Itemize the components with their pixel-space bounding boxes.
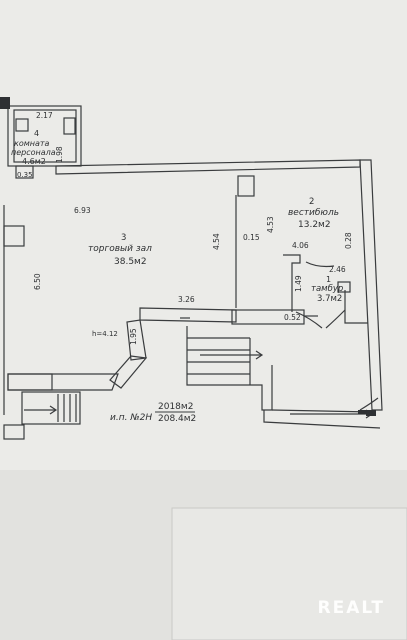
- dim-2-46: 2.46: [329, 265, 346, 274]
- wall-diagonal: [126, 319, 147, 361]
- dimension-labels: 2.17 1.98 0.35 6.93 6.50 4.54 0.15 4.53 …: [17, 111, 353, 345]
- room-4-name-2: персонала: [11, 148, 56, 157]
- room-3-area: 38.5м2: [114, 257, 147, 267]
- wall-middle-box: [231, 309, 305, 325]
- wall-left-jamb-2: [3, 424, 25, 440]
- corridor: [263, 410, 381, 429]
- room-4-name: комната: [14, 139, 50, 148]
- wall-tambour: [283, 254, 301, 312]
- staff-room-inner: [13, 109, 77, 163]
- wall-tambour-right: [344, 290, 368, 324]
- door-swing: [325, 309, 346, 329]
- dim-0-15: 0.15: [243, 233, 260, 242]
- stair-outline: [186, 326, 273, 411]
- room-4-area: 4.6м2: [22, 157, 46, 166]
- dim-1-95: 1.95: [129, 328, 138, 345]
- fixture-wc: [63, 117, 76, 135]
- wall-bottom-box: [7, 373, 53, 391]
- stair-lower-steps: [57, 394, 77, 422]
- walls: [3, 105, 383, 440]
- room-2-name: вестибюль: [288, 208, 339, 218]
- fixture-sink: [15, 118, 29, 132]
- dim-4-54: 4.54: [212, 233, 221, 250]
- room-labels: 4 комната персонала 4.6м2 3 торговый зал…: [11, 129, 343, 304]
- watermark-logo: REALT: [317, 598, 385, 618]
- corridor-2: [271, 409, 373, 413]
- wall-diagonal-2: [109, 355, 148, 389]
- tambour-box: [337, 281, 351, 293]
- stair-arrow: [200, 350, 264, 360]
- dim-3-26: 3.26: [178, 295, 195, 304]
- door-swing-entry: [359, 397, 379, 411]
- wall-staff-room: [7, 105, 82, 167]
- room-2-area: 13.2м2: [298, 220, 331, 230]
- dim-6-93: 6.93: [74, 206, 91, 215]
- room-1-name: тамбур: [311, 284, 343, 294]
- dim-1-98: 1.98: [55, 146, 64, 163]
- stair-lower-arrow: [24, 405, 58, 415]
- room-4-number: 4: [34, 129, 39, 138]
- room-3-number: 3: [121, 233, 126, 243]
- summary-total: 208.4м2: [158, 414, 196, 424]
- inner-sheet: [171, 507, 407, 640]
- summary-premises: и.п. №2Н: [110, 413, 152, 423]
- dim-0-35: 0.35: [17, 171, 33, 179]
- room-2-number: 2: [309, 197, 314, 207]
- wall-mark: [0, 97, 10, 109]
- wall-right: [359, 159, 383, 411]
- wall-mark: [358, 410, 366, 414]
- wall-small-box: [15, 165, 34, 179]
- dim-4-06: 4.06: [292, 241, 309, 250]
- door-swing: [305, 261, 335, 268]
- door-swing: [295, 311, 323, 329]
- dim-0-52: 0.52: [284, 313, 301, 322]
- dim-1-49: 1.49: [294, 275, 303, 292]
- dim-2-17: 2.17: [36, 111, 53, 120]
- stair-lower: [21, 391, 81, 425]
- dim-6-50: 6.50: [33, 273, 42, 290]
- room-1-number: 1: [326, 275, 331, 284]
- summary-id: 2018м2: [158, 402, 193, 412]
- dim-height: h=4.12: [92, 330, 118, 338]
- room-3-name: торговый зал: [88, 244, 152, 254]
- wall-left-jamb: [3, 225, 25, 247]
- wall-mark: [366, 410, 376, 416]
- wall-middle: [139, 307, 237, 323]
- dim-0-28: 0.28: [344, 232, 353, 249]
- room-1-area: 3.7м2: [317, 294, 342, 304]
- dark-wall-marks: [0, 97, 376, 416]
- column: [237, 175, 255, 197]
- dim-4-53: 4.53: [266, 216, 275, 233]
- plan-summary: 2018м2 и.п. №2Н 208.4м2: [110, 402, 196, 424]
